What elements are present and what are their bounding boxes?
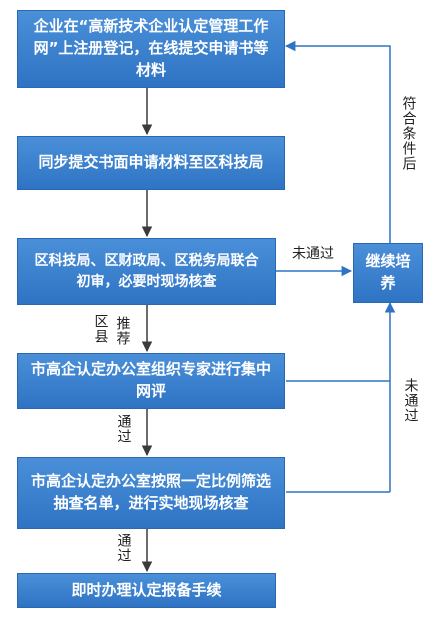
step-submit-paper-text: 同步提交书面申请材料至区科技局 (38, 153, 264, 172)
side-box-text: 继续培养 (365, 252, 411, 292)
step-expert-review-text: 市高企认定办公室组织专家进行集中网评 (30, 360, 271, 400)
step-filing: 即时办理认定报备手续 (17, 573, 276, 608)
step-expert-review: 市高企认定办公室组织专家进行集中网评 (17, 353, 285, 409)
step-joint-preliminary-review-text: 区科技局、区财政局、区税务局联合初审，必要时现场核查 (34, 253, 259, 290)
label-not-pass-right: 未通过 (402, 378, 419, 423)
label-recommend: 推荐 (114, 316, 131, 346)
label-not-pass-first: 未通过 (292, 246, 334, 262)
side-box-continue-cultivation: 继续培养 (353, 243, 423, 303)
step-register-online: 企业在“高新技术企业认定管理工作网”上注册登记，在线提交申请书等材料 (17, 10, 285, 88)
label-pass-1: 通过 (115, 414, 132, 444)
step-register-online-text: 企业在“高新技术企业认定管理工作网”上注册登记，在线提交申请书等材料 (33, 17, 269, 79)
step-joint-preliminary-review: 区科技局、区财政局、区税务局联合初审，必要时现场核查 (17, 238, 276, 305)
step-submit-paper: 同步提交书面申请材料至区科技局 (17, 136, 285, 190)
label-pass-2: 通过 (115, 533, 132, 563)
label-qualified-later: 符合条件后 (400, 96, 417, 171)
step-filing-text: 即时办理认定报备手续 (71, 580, 222, 599)
label-district-county: 区县 (92, 314, 109, 344)
step-onsite-inspection: 市高企认定办公室按照一定比例筛选抽查名单，进行实地现场核查 (17, 457, 285, 529)
arrow-side-to-step1 (284, 40, 391, 243)
step-onsite-inspection-text: 市高企认定办公室按照一定比例筛选抽查名单，进行实地现场核查 (30, 472, 271, 512)
